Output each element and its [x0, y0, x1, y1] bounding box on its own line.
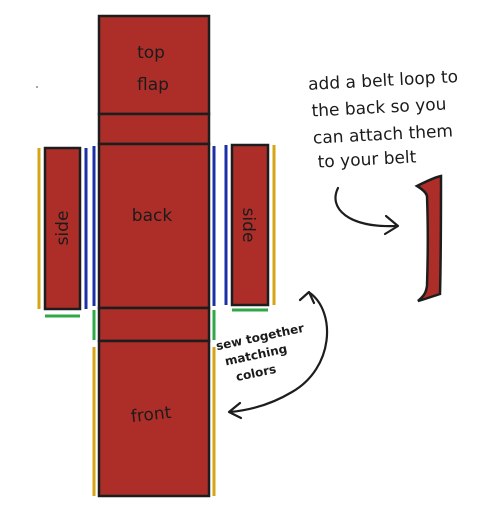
sew-note-arrowhead-bottom — [227, 401, 243, 420]
belt-loop-note-line-4: to your belt — [317, 147, 417, 172]
top-flap-panel — [97, 14, 211, 116]
belt-loop-note-line-1: add a belt loop to — [308, 67, 459, 95]
side-panel-right — [230, 143, 270, 307]
sew-note: sew together matching colors — [215, 321, 306, 384]
belt-loop-note: add a belt loop to the back so you can a… — [308, 67, 459, 172]
side-label-left: side — [53, 211, 73, 246]
stray-dot — [36, 86, 38, 88]
belt-loop-shape — [414, 174, 443, 303]
belt-loop-arrowhead — [383, 214, 400, 236]
top-flap-label-line2: flap — [137, 75, 169, 95]
top-flap-label-line1: top — [137, 43, 165, 63]
top-strip-panel — [97, 112, 211, 146]
sew-note-arrowhead-top — [298, 290, 316, 305]
belt-loop-note-line-2: the back so you — [311, 94, 447, 121]
belt-loop-note-line-3: can attach them — [313, 121, 454, 148]
front-label: front — [130, 403, 173, 427]
side-label-right: side — [238, 208, 258, 243]
back-panel — [97, 142, 211, 310]
bottom-strip-panel — [97, 306, 211, 343]
sew-note-arrow — [228, 291, 329, 414]
side-panel-left — [43, 146, 82, 311]
front-panel — [97, 339, 211, 498]
belt-loop-arrow — [334, 186, 398, 228]
back-label: back — [132, 206, 173, 226]
